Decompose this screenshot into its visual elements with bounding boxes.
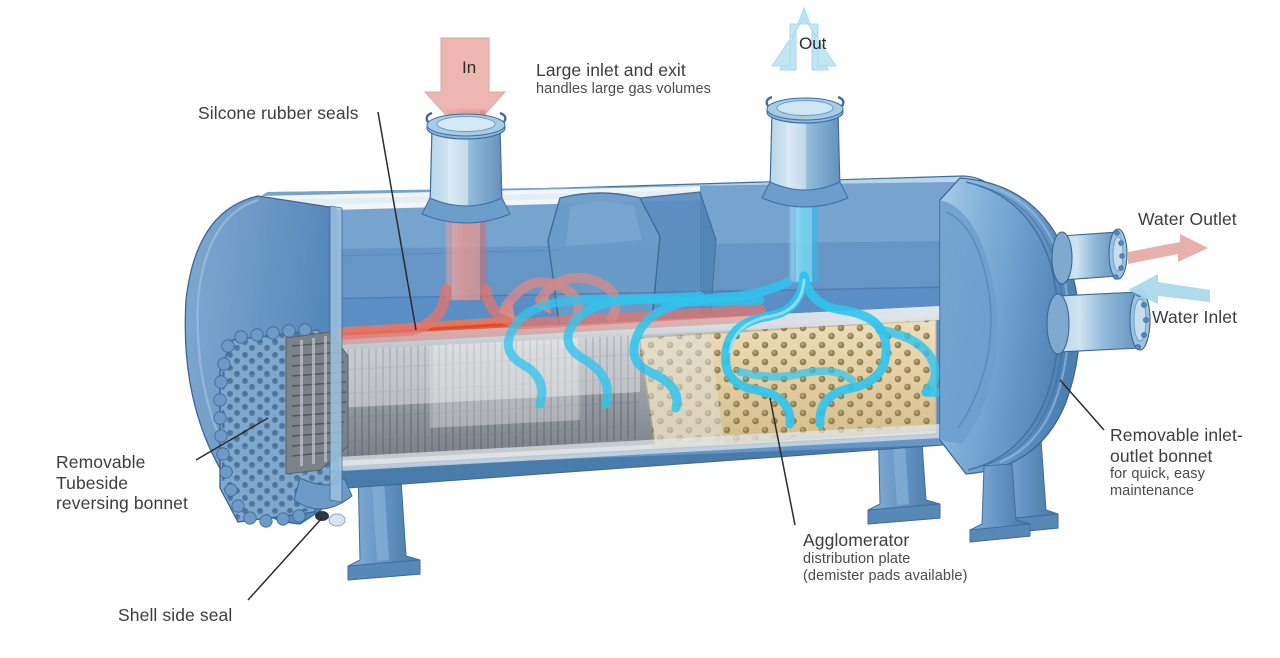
leader-tubeside-bonnet [195,417,269,461]
callout-shell-side-seal: Shell side seal [118,605,232,626]
callout-agglomerator-secondary: distribution plate (demister pads availa… [803,550,968,584]
callout-silcone-rubber-seals-primary: Silcone rubber seals [198,103,359,123]
callout-removable-inlet-outlet-bonnet-secondary: for quick, easy maintenance [1110,466,1205,500]
inlet-nozzle [421,111,511,224]
outlet-nozzle [761,95,849,208]
callout-removable-tubeside-reversing-bonnet-primary: Removable Tubeside reversing bonnet [56,452,188,514]
callout-water-inlet: Water Inlet [1152,307,1237,328]
right-bonnet [939,177,1151,543]
callout-agglomerator-primary: Agglomerator [803,530,910,550]
left-bonnet [184,195,353,528]
saddle-support-left [347,463,421,581]
leader-inlet-outlet-bonnet [1059,379,1105,431]
leader-lines [195,111,1105,601]
water-outlet-flow-arrow [1128,234,1208,264]
callout-water-inlet-primary: Water Inlet [1152,307,1238,327]
callout-removable-tubeside-reversing-bonnet: Removable Tubeside reversing bonnet [56,452,188,514]
callout-large-inlet-and-exit-secondary: handles large gas volumes [536,80,711,97]
water-outlet-nozzle [1051,228,1128,285]
flow-label-out: Out [799,34,827,53]
leader-silcone-rubber-seals [377,111,417,331]
flow-label-in: In [462,58,477,77]
leader-agglomerator [769,397,796,526]
flange-bolts [213,323,312,528]
water-inlet-flow-arrow [1128,274,1210,304]
gas-outlet-arrow [771,6,837,71]
callout-removable-inlet-outlet-bonnet-primary: Removable inlet- outlet bonnet [1110,425,1243,466]
callout-large-inlet-and-exit-primary: Large inlet and exit [536,60,686,80]
callout-shell-side-seal-primary: Shell side seal [118,605,233,625]
callout-silcone-rubber-seals: Silcone rubber seals [198,103,359,124]
water-inlet-nozzle [1046,289,1151,355]
agglomerator-plate [638,318,937,449]
leader-shell-side-seal [247,517,323,601]
callout-water-outlet: Water Outlet [1138,209,1237,230]
callout-water-outlet-primary: Water Outlet [1138,209,1237,229]
